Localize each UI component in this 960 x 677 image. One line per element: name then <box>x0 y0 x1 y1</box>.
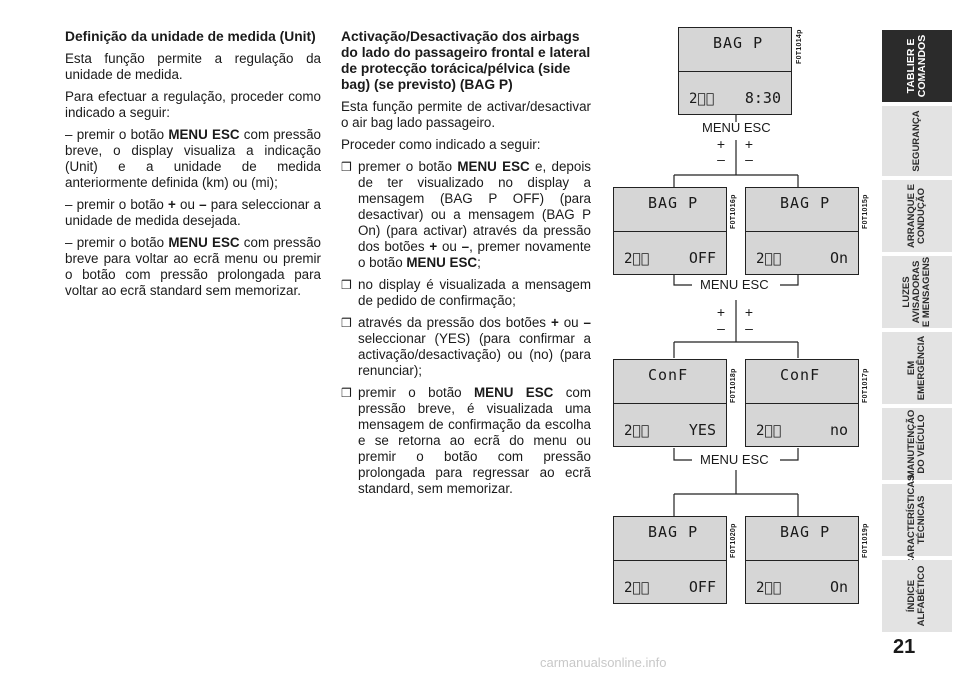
unit-section: Definição da unidade de medida (Unit) Es… <box>65 29 321 305</box>
figure-code: F0T1017p <box>862 368 869 403</box>
display-clock: BAG P 2⁄⃝ 8:30 <box>678 27 792 115</box>
airbag-intro: Esta função permite de activar/desactiva… <box>341 99 591 130</box>
unit-step-3: – premir o botão MENU ESC com pressão br… <box>65 235 321 298</box>
tab-caracteristicas-tecnicas[interactable]: CARACTERÍSTICAS TÉCNICAS <box>882 475 952 565</box>
seat-airbag-icon: 2⁄⃝ <box>756 423 782 439</box>
plus-label: + <box>744 136 754 152</box>
seat-airbag-icon: 2⁄⃝ <box>624 580 650 596</box>
figure-code: F0T1020p <box>730 523 737 558</box>
seat-airbag-icon: 2⁄⃝ <box>624 251 650 267</box>
tab-luzes-avisadoras[interactable]: LUZES AVISADORAS E MENSAGENS <box>882 256 952 328</box>
unit-step-2: – premir o botão + ou – para seleccionar… <box>65 197 322 228</box>
airbag-step-4: ❒premir o botão MENU ESC com pressão bre… <box>341 385 591 496</box>
airbag-step-1: ❒premer o botão MENU ESC e, depois de te… <box>341 159 591 270</box>
unit-step-1: – premir o botão MENU ESC com pressão br… <box>65 127 321 190</box>
figure-code: F0T1016p <box>730 194 737 229</box>
display-conf-no: ConF 2⁄⃝ no <box>745 359 859 447</box>
seat-airbag-icon: 2⁄⃝ <box>689 91 715 107</box>
display-bag-on-confirmed: BAG P 2⁄⃝ On <box>745 516 859 604</box>
display-bag-off-confirmed: BAG P 2⁄⃝ OFF <box>613 516 727 604</box>
tab-indice-alfabetico[interactable]: ÍNDICE ALFABÉTICO <box>882 560 952 632</box>
seat-airbag-icon: 2⁄⃝ <box>756 251 782 267</box>
figure-code: F0T1018p <box>730 368 737 403</box>
airbag-step-2: ❒no display é visualizada a mensagem de … <box>341 277 591 308</box>
minus-label: – <box>745 151 753 167</box>
unit-heading: Definição da unidade de medida (Unit) <box>65 29 316 44</box>
display-conf-yes: ConF 2⁄⃝ YES <box>613 359 727 447</box>
menu-esc-label: MENU ESC <box>700 277 769 292</box>
minus-label: – <box>717 151 725 167</box>
display-bag-off: BAG P 2⁄⃝ OFF <box>613 187 727 275</box>
airbag-section: Activação/Desactivação dos airbags do la… <box>341 29 591 503</box>
watermark: carmanualsonline.info <box>540 655 667 670</box>
checkbox-bullet-icon: ❒ <box>341 316 352 330</box>
tab-manutencao-veiculo[interactable]: MANUTENÇÃO DO VEÍCULO <box>882 408 952 480</box>
airbag-heading: Activação/Desactivação dos airbags do la… <box>341 29 591 92</box>
tab-emergencia[interactable]: EM EMERGÊNCIA <box>882 332 952 404</box>
page-number: 21 <box>893 636 916 658</box>
checkbox-bullet-icon: ❒ <box>341 160 352 174</box>
figure-code: F0T1015p <box>862 194 869 229</box>
tab-arranque-conducao[interactable]: ARRANQUE E CONDUÇÃO <box>882 180 952 252</box>
tab-tablier-comandos[interactable]: TABLIER E COMANDOS <box>882 30 952 102</box>
checkbox-bullet-icon: ❒ <box>341 386 352 400</box>
checkbox-bullet-icon: ❒ <box>341 278 352 292</box>
figure-code: F0T1014p <box>796 29 803 64</box>
plus-label: + <box>744 304 754 320</box>
minus-label: – <box>717 320 725 336</box>
airbag-procedure-intro: Proceder como indicado a seguir: <box>341 137 541 152</box>
menu-esc-label: MENU ESC <box>702 120 771 135</box>
seat-airbag-icon: 2⁄⃝ <box>624 423 650 439</box>
plus-label: + <box>716 304 726 320</box>
airbag-step-3: ❒através da pressão dos botões + ou – se… <box>341 315 591 378</box>
seat-airbag-icon: 2⁄⃝ <box>756 580 782 596</box>
figure-code: F0T1019p <box>862 523 869 558</box>
menu-esc-label: MENU ESC <box>700 452 769 467</box>
unit-procedure-intro: Para efectuar a regulação, proceder como… <box>65 89 321 120</box>
unit-intro: Esta função permite a regulação da unida… <box>65 51 321 82</box>
display-bag-on: BAG P 2⁄⃝ On <box>745 187 859 275</box>
plus-label: + <box>716 136 726 152</box>
tab-seguranca[interactable]: SEGURANÇA <box>882 106 952 176</box>
minus-label: – <box>745 320 753 336</box>
